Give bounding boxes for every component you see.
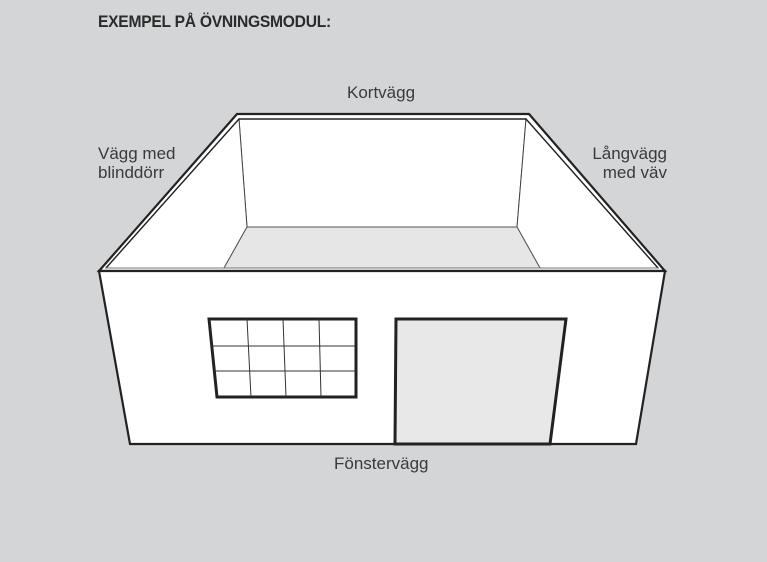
long-wall-label-line2: med väv <box>602 163 667 182</box>
door <box>393 317 568 446</box>
page-title: EXEMPEL PÅ ÖVNINGSMODUL: <box>98 12 331 31</box>
window <box>207 317 358 399</box>
blind-door-wall-label: Vägg med blinddörr <box>98 144 176 182</box>
interior-left-wall <box>104 117 248 269</box>
interior-short-wall <box>238 118 527 228</box>
blind-door-wall-label-line1: Vägg med <box>98 144 176 163</box>
long-wall-label-line1: Långvägg <box>592 144 667 163</box>
window-mullion <box>318 318 322 398</box>
long-wall-label: Långvägg med väv <box>592 144 667 182</box>
blind-door-wall-label-line2: blinddörr <box>98 163 165 182</box>
front-window-wall <box>97 269 667 446</box>
interior-right-wall <box>516 117 660 269</box>
window-mullion <box>246 318 252 398</box>
window-frame <box>207 317 358 399</box>
window-mullion <box>282 318 287 398</box>
inner-rim-line <box>105 118 659 269</box>
short-wall-label: Kortvägg <box>347 83 416 102</box>
window-wall-label: Fönstervägg <box>334 454 429 473</box>
floor <box>223 226 541 269</box>
